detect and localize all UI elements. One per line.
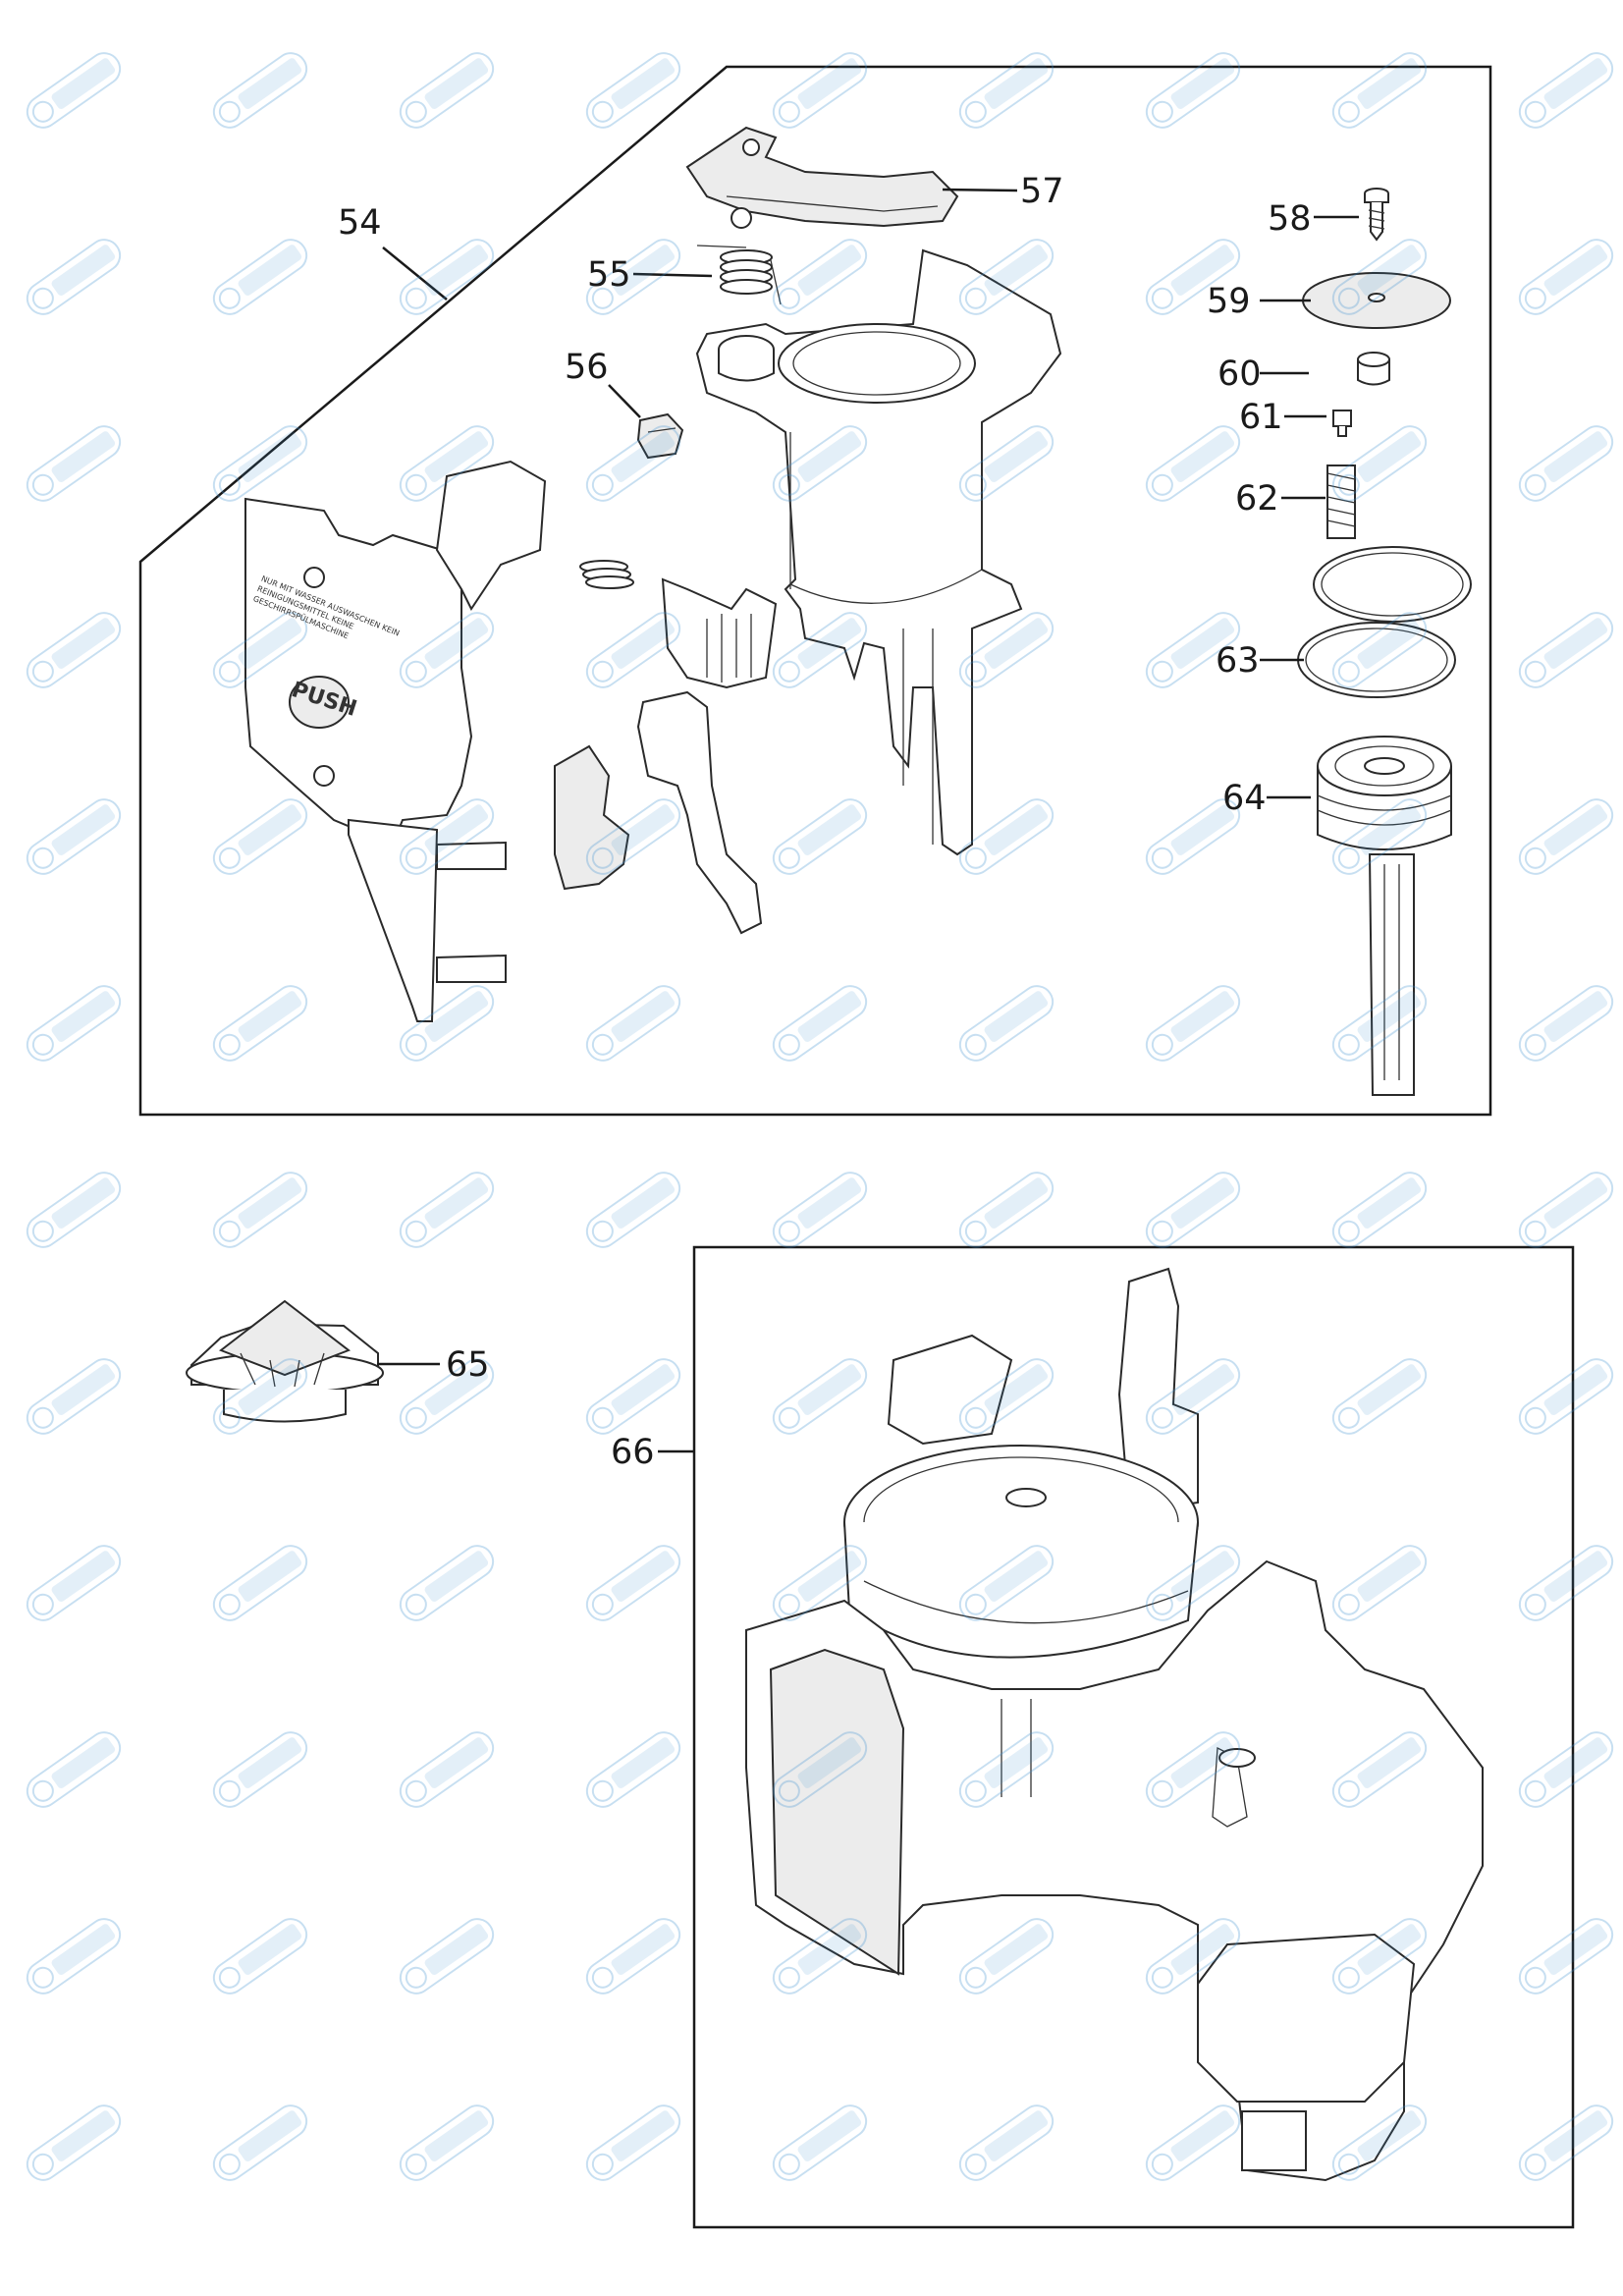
spring-small — [579, 560, 634, 589]
leader-lines — [377, 188, 1359, 1453]
part-58-screw — [1364, 188, 1389, 242]
brew-unit-housing — [695, 248, 1062, 856]
callout-61: 61 — [1239, 398, 1283, 437]
grinder-assembly-frame — [692, 1245, 1575, 2229]
callout-54: 54 — [338, 203, 382, 243]
callout-57: 57 — [1020, 172, 1064, 211]
callout-60: 60 — [1217, 355, 1262, 394]
callout-63: 63 — [1216, 641, 1260, 681]
spring-cylinder-assembly — [661, 577, 778, 689]
callout-58: 58 — [1268, 199, 1312, 239]
callout-56: 56 — [565, 348, 609, 387]
part-61-valve-pin — [1332, 410, 1352, 437]
part-57-top-lever — [685, 126, 959, 229]
callout-64: 64 — [1222, 779, 1267, 818]
part-64-piston — [1317, 736, 1452, 1096]
locking-bracket — [554, 744, 630, 891]
lever-arm — [636, 690, 763, 935]
callout-59: 59 — [1207, 282, 1251, 321]
upper-assembly-frame — [138, 65, 1492, 1117]
part-54-front-cover — [244, 460, 547, 1022]
part-65-cap — [186, 1299, 384, 1423]
callout-65: 65 — [446, 1345, 490, 1385]
part-62-spring — [1326, 465, 1356, 539]
part-60-nut — [1357, 352, 1390, 386]
part-66-grinder-assembly — [745, 1267, 1484, 2182]
part-63-o-rings — [1297, 546, 1472, 698]
callout-55: 55 — [587, 255, 631, 295]
callout-62: 62 — [1235, 479, 1279, 519]
callout-66: 66 — [611, 1433, 655, 1472]
part-55-torsion-spring — [696, 245, 782, 305]
part-56-clip — [636, 412, 684, 460]
part-59-filter-disc — [1302, 272, 1451, 329]
